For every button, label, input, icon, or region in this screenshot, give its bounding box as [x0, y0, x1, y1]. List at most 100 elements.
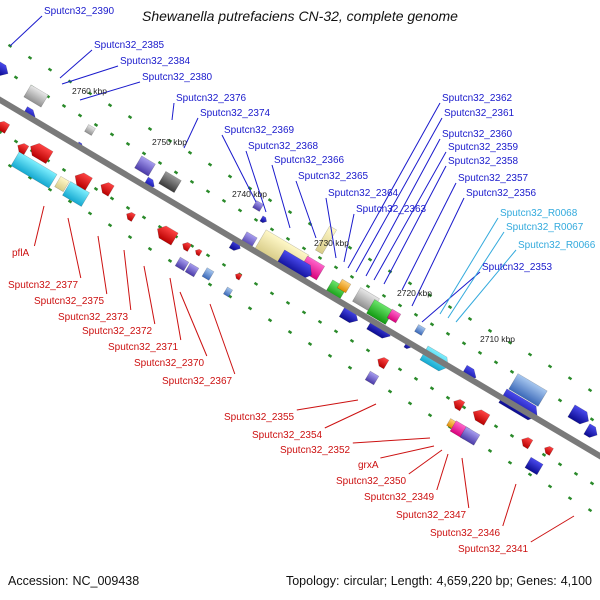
forward-gene-4[interactable]: [84, 124, 96, 136]
gene-label[interactable]: Sputcn32_2374: [200, 108, 271, 119]
forward-gene-24[interactable]: [414, 324, 426, 336]
gene-label[interactable]: Sputcn32_2354: [252, 430, 323, 441]
gene-label[interactable]: Sputcn32_2366: [274, 155, 345, 166]
gene-label[interactable]: Sputcn32_2373: [58, 312, 129, 323]
reverse-gene-12[interactable]: [194, 248, 203, 257]
outer-reverse-tick: [387, 389, 393, 394]
gene-label[interactable]: pflA: [12, 248, 30, 259]
reverse-gene-18-shape: [377, 357, 390, 370]
reverse-gene-9[interactable]: [125, 211, 136, 222]
reverse-gene-18[interactable]: [375, 355, 390, 370]
forward-gene-15[interactable]: [315, 225, 337, 255]
gene-label[interactable]: Sputcn32_2347: [396, 510, 467, 521]
gene-label[interactable]: Sputcn32_R0067: [506, 222, 584, 233]
reverse-gene-14[interactable]: [184, 262, 200, 278]
forward-gene-28[interactable]: [508, 373, 548, 407]
gene-label[interactable]: grxA: [358, 460, 379, 471]
forward-gene-31[interactable]: [583, 423, 600, 440]
gene-label[interactable]: Sputcn32_2360: [442, 129, 513, 140]
forward-gene-7[interactable]: [158, 171, 182, 193]
gene-label[interactable]: Sputcn32_2367: [162, 376, 233, 387]
reverse-gene-5-shape: [54, 175, 70, 193]
gene-label[interactable]: Sputcn32_2385: [94, 40, 165, 51]
outer-forward-tick: [407, 281, 413, 286]
inner-forward-tick: [93, 122, 99, 127]
reverse-gene-7[interactable]: [72, 170, 93, 191]
gene-label[interactable]: Sputcn32_2384: [120, 56, 191, 67]
reverse-gene-24[interactable]: [459, 426, 481, 446]
reverse-gene-6[interactable]: [62, 181, 90, 207]
gene-label[interactable]: Sputcn32_2341: [458, 544, 529, 555]
gene-leader-line: [352, 437, 431, 444]
forward-gene-6-shape: [134, 155, 156, 177]
forward-gene-18[interactable]: [336, 278, 352, 294]
gene-label[interactable]: Sputcn32_2376: [176, 93, 247, 104]
gene-label[interactable]: Sputcn32_2355: [224, 412, 295, 423]
outer-reverse-tick: [127, 235, 133, 240]
reverse-gene-17[interactable]: [223, 286, 233, 298]
gene-label[interactable]: Sputcn32_2352: [280, 445, 351, 456]
gene-label[interactable]: Sputcn32_2356: [466, 188, 537, 199]
forward-gene-2[interactable]: [23, 84, 49, 108]
reverse-gene-16[interactable]: [234, 272, 243, 281]
gene-label[interactable]: Sputcn32_2358: [448, 156, 519, 167]
gene-label[interactable]: Sputcn32_2370: [134, 358, 205, 369]
gene-label[interactable]: Sputcn32_2349: [364, 492, 435, 503]
gene-leader-line: [171, 102, 175, 121]
forward-gene-21[interactable]: [386, 308, 402, 324]
inner-reverse-tick: [573, 471, 579, 476]
gene-label[interactable]: Sputcn32_2346: [430, 528, 501, 539]
reverse-gene-25[interactable]: [519, 435, 534, 450]
gene-label[interactable]: Sputcn32_2357: [458, 173, 529, 184]
reverse-gene-16-shape: [235, 272, 243, 281]
gene-label[interactable]: Sputcn32_R0066: [518, 240, 596, 251]
reverse-gene-8[interactable]: [98, 180, 115, 197]
outer-forward-tick: [267, 198, 273, 203]
reverse-gene-21[interactable]: [470, 407, 491, 426]
forward-gene-6[interactable]: [134, 155, 156, 177]
forward-gene-10[interactable]: [259, 215, 268, 224]
reverse-gene-11[interactable]: [181, 241, 192, 252]
gene-label[interactable]: Sputcn32_2350: [336, 476, 407, 487]
reverse-gene-12-shape: [195, 248, 203, 257]
gene-label[interactable]: Sputcn32_2371: [108, 342, 179, 353]
reverse-gene-3[interactable]: [27, 140, 54, 164]
reverse-gene-27[interactable]: [543, 445, 554, 456]
reverse-gene-1[interactable]: [0, 119, 11, 134]
forward-gene-9[interactable]: [252, 200, 264, 212]
gene-label[interactable]: Sputcn32_2377: [8, 280, 79, 291]
gene-label[interactable]: Sputcn32_2361: [444, 108, 515, 119]
gene-label[interactable]: Sputcn32_2380: [142, 72, 213, 83]
gene-label[interactable]: Sputcn32_2362: [442, 93, 513, 104]
outer-reverse-tick: [407, 401, 413, 406]
reverse-gene-10[interactable]: [154, 223, 179, 246]
gene-label[interactable]: Sputcn32_2368: [248, 141, 319, 152]
outer-reverse-tick: [67, 199, 73, 204]
forward-gene-1[interactable]: [0, 60, 11, 78]
inner-reverse-tick: [333, 329, 339, 334]
reverse-gene-26[interactable]: [524, 456, 544, 476]
reverse-gene-19[interactable]: [364, 370, 380, 386]
gene-label[interactable]: Sputcn32_2372: [82, 326, 153, 337]
gene-label[interactable]: Sputcn32_2375: [34, 296, 105, 307]
gene-label[interactable]: Sputcn32_2390: [44, 6, 115, 17]
gene-label[interactable]: Sputcn32_2369: [224, 125, 295, 136]
forward-gene-30[interactable]: [567, 404, 592, 427]
gene-label[interactable]: Sputcn32_2353: [482, 262, 553, 273]
reverse-gene-13[interactable]: [174, 256, 190, 272]
reverse-gene-2[interactable]: [15, 141, 30, 156]
gene-label[interactable]: Sputcn32_R0068: [500, 208, 578, 219]
gene-label[interactable]: Sputcn32_2365: [298, 171, 369, 182]
gene-leader-line: [221, 134, 257, 203]
gene-label[interactable]: Sputcn32_2364: [328, 188, 399, 199]
reverse-gene-15[interactable]: [201, 267, 215, 281]
forward-gene-20[interactable]: [366, 299, 394, 325]
gene-label[interactable]: Sputcn32_2363: [356, 204, 427, 215]
gene-leader-line: [530, 515, 575, 543]
reverse-gene-4[interactable]: [10, 151, 58, 189]
reverse-gene-5[interactable]: [54, 175, 70, 193]
reverse-gene-20[interactable]: [451, 397, 466, 412]
gene-label[interactable]: Sputcn32_2359: [448, 142, 519, 153]
